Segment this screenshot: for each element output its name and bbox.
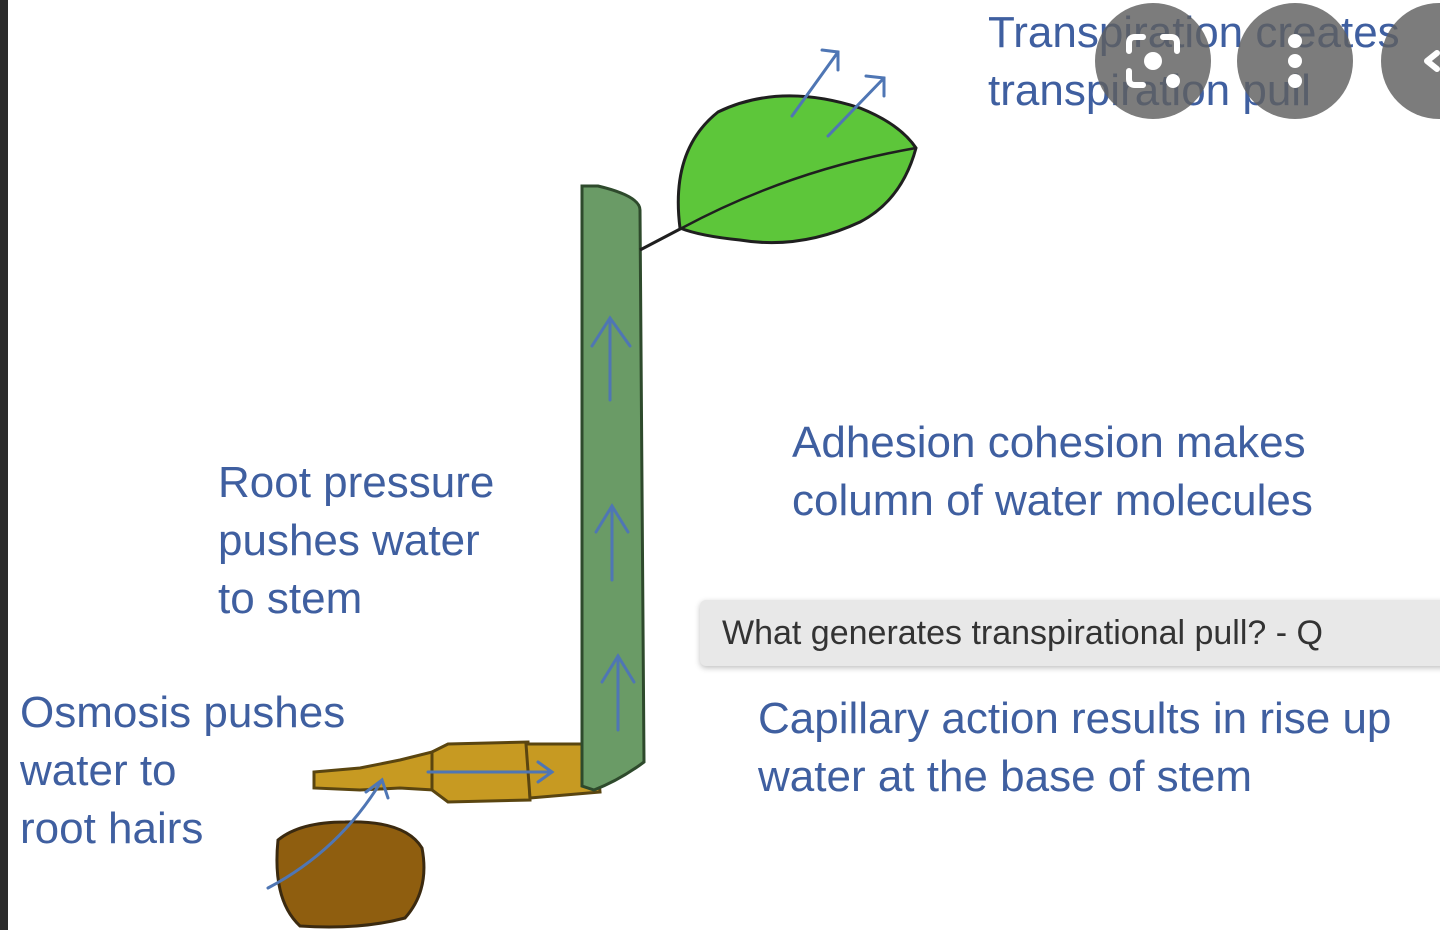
adhesion-cohesion-label: Adhesion cohesion makes column of water … (792, 418, 1313, 525)
window-edge (0, 0, 8, 930)
image-caption[interactable]: What generates transpirational pull? - Q (700, 600, 1440, 666)
leaf (676, 94, 918, 245)
root-hair-particle (275, 820, 426, 929)
leaf-midrib (681, 146, 917, 230)
more-vertical-icon (1288, 34, 1302, 88)
root-arrows (266, 760, 555, 890)
root-pressure-label: Root pressure pushes water to stem (218, 458, 495, 623)
osmosis-label: Osmosis pushes water to root hairs (20, 688, 346, 853)
share-icon (1424, 50, 1440, 72)
share-button[interactable] (1381, 3, 1440, 119)
lens-search-icon (1126, 34, 1180, 88)
transpiration-arrows (790, 48, 886, 138)
stem (580, 184, 646, 792)
leaf-petiole (639, 226, 683, 252)
capillary-action-label: Capillary action results in rise up wate… (758, 694, 1392, 801)
more-options-button[interactable] (1237, 3, 1353, 119)
stem-upward-arrows (590, 315, 636, 732)
lens-search-button[interactable] (1095, 3, 1211, 119)
